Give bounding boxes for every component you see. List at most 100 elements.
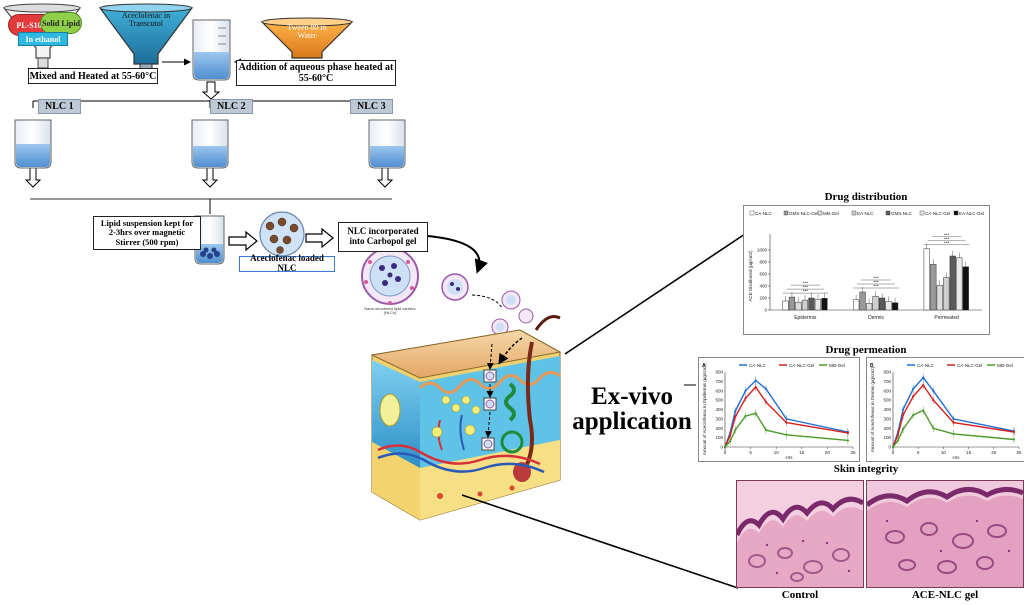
y-axis-label: Amount of Aceclofenac in Dermis (µg/cm2) bbox=[870, 366, 875, 452]
bar bbox=[962, 266, 969, 311]
legend-label: CA-NLC bbox=[755, 211, 773, 216]
y-tick-label: 0 bbox=[764, 308, 767, 313]
legend-swatch bbox=[817, 210, 823, 216]
panel-label: B bbox=[870, 363, 874, 369]
nano-particle-small bbox=[441, 273, 534, 336]
loaded-nlc-box: Aceclofenac loaded NLC bbox=[239, 253, 335, 273]
skin-illustration bbox=[370, 315, 562, 521]
x-tick-label: 25 bbox=[1016, 450, 1022, 455]
tab-nlc3: NLC 3 bbox=[350, 99, 393, 114]
legend-label: Mkt-Gel bbox=[823, 211, 839, 216]
exvivo-label: Ex-vivo application bbox=[572, 383, 692, 435]
bar bbox=[879, 297, 886, 311]
y-tick-label: 800 bbox=[759, 260, 767, 265]
bar bbox=[866, 303, 873, 311]
y-tick-label: 300 bbox=[715, 416, 723, 421]
significance-label: *** bbox=[803, 281, 809, 286]
histology-gel-image bbox=[866, 480, 1024, 588]
histology-control-image bbox=[736, 480, 864, 588]
legend-swatch bbox=[885, 210, 891, 216]
pill-solid-lipid: Solid Lipid bbox=[40, 12, 82, 34]
series-line bbox=[724, 385, 849, 448]
bar bbox=[853, 299, 860, 311]
y-tick-label: 200 bbox=[883, 426, 891, 431]
x-tick-label: 0 bbox=[892, 450, 895, 455]
bar bbox=[821, 298, 828, 311]
y-tick-label: 500 bbox=[715, 398, 723, 403]
bar bbox=[788, 296, 796, 311]
bar bbox=[949, 255, 956, 311]
nlc-beakers bbox=[14, 119, 406, 169]
legend-label: CA-NLC bbox=[917, 363, 935, 368]
legend-swatch bbox=[749, 210, 755, 216]
significance-label: *** bbox=[944, 240, 950, 245]
x-tick-label: 10 bbox=[774, 450, 780, 455]
y-axis-label: Amount of Aceclofenac in Epidermis (µg/c… bbox=[702, 363, 707, 455]
label-tween-water: Tween 80 in Water bbox=[287, 23, 327, 41]
bar bbox=[892, 302, 899, 311]
bar bbox=[872, 295, 879, 311]
bar bbox=[814, 298, 822, 311]
panel-label: A bbox=[702, 363, 706, 369]
y-tick-label: 700 bbox=[883, 379, 891, 384]
legend-swatch bbox=[783, 210, 789, 216]
x-axis-label: Hrs bbox=[953, 455, 961, 460]
legend-label: Mkt-Gel bbox=[829, 363, 845, 368]
tab-nlc1: NLC 1 bbox=[38, 99, 81, 114]
y-tick-label: 1000 bbox=[757, 248, 768, 253]
beaker-main bbox=[192, 19, 231, 81]
x-tick-label: Dermis bbox=[868, 315, 884, 321]
mix-heat-box: Mixed and Heated at 55-60°C bbox=[28, 68, 158, 84]
significance-label: *** bbox=[873, 284, 879, 289]
stirrer-beaker bbox=[194, 215, 225, 265]
legend-label: GMS-NLC bbox=[891, 211, 913, 216]
bar bbox=[936, 285, 943, 311]
bar bbox=[923, 248, 930, 311]
bar bbox=[859, 291, 866, 311]
series-line bbox=[892, 383, 1015, 448]
series-line bbox=[724, 412, 848, 448]
legend-label: EA-NLC-Gel bbox=[959, 211, 984, 216]
y-tick-label: 600 bbox=[883, 388, 891, 393]
legend-label: CA-NLC-Gel bbox=[957, 363, 982, 368]
bar bbox=[801, 299, 809, 311]
significance-label: *** bbox=[944, 232, 950, 237]
nlc-loaded-icon bbox=[259, 211, 305, 257]
y-tick-label: 0 bbox=[888, 445, 891, 450]
y-tick-label: 400 bbox=[759, 284, 767, 289]
legend-swatch bbox=[851, 210, 857, 216]
x-tick-label: 5 bbox=[749, 450, 752, 455]
y-axis-label: ACE Distributed (µg/cm2) bbox=[748, 250, 753, 302]
y-tick-label: 500 bbox=[883, 398, 891, 403]
x-tick-label: 10 bbox=[941, 450, 947, 455]
permeation-title: Drug permeation bbox=[825, 344, 907, 356]
tab-nlc2: NLC 2 bbox=[210, 99, 253, 114]
legend-label: EA-NLC bbox=[857, 211, 874, 216]
legend-swatch bbox=[919, 210, 925, 216]
y-tick-label: 100 bbox=[883, 435, 891, 440]
x-tick-label: 5 bbox=[917, 450, 920, 455]
series-line bbox=[892, 409, 1015, 448]
bar bbox=[795, 301, 802, 311]
nano-particle-large bbox=[361, 247, 419, 305]
bar bbox=[782, 300, 789, 311]
x-tick-label: 15 bbox=[966, 450, 972, 455]
bar bbox=[808, 297, 815, 311]
x-tick-label: 20 bbox=[825, 450, 831, 455]
significance-label: *** bbox=[944, 236, 950, 241]
suspension-box: Lipid suspension kept for 2-3hrs over ma… bbox=[93, 216, 201, 250]
carbopol-box: NLC incorporated into Carbopol gel bbox=[338, 222, 428, 252]
caption-control: Control bbox=[781, 589, 819, 601]
legend-label: CA-NLC-Gel bbox=[925, 211, 950, 216]
funnel-tween bbox=[260, 17, 354, 59]
x-axis-label: Hrs bbox=[786, 455, 794, 460]
y-tick-label: 100 bbox=[715, 435, 723, 440]
y-tick-label: 800 bbox=[715, 370, 723, 375]
aqueous-phase-box: Addition of aqueous phase heated at 55-6… bbox=[236, 60, 396, 86]
y-tick-label: 600 bbox=[715, 388, 723, 393]
